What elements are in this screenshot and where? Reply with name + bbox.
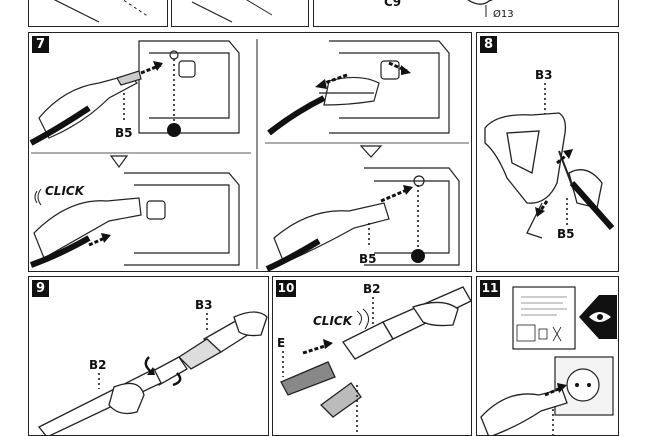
label-o13: Ø13 [493, 8, 514, 20]
prev-panel-3-drawing: C9 Ø13 [384, 0, 514, 20]
step-9-number: 9 [32, 280, 49, 297]
step-10-number: 10 [276, 280, 296, 297]
step-8-panel: 8 B3 B5 [476, 32, 619, 272]
step-10-click: CLICK [313, 314, 354, 328]
step-11-panel: 11 [476, 276, 619, 436]
step-8-drawing: B3 B5 [484, 68, 615, 241]
step-7-drawing: B5 CLICK [29, 39, 469, 271]
prev-panel-1 [28, 0, 168, 27]
step-9-label-b2: B2 [89, 358, 107, 372]
step-9-panel: 9 B3 B2 [28, 276, 269, 436]
prev-panel-2 [171, 0, 309, 27]
step-10-label-b2: B2 [363, 282, 381, 296]
prev-panel-1-drawing [53, 0, 150, 23]
label-c9: C9 [384, 0, 401, 9]
step-8-number: 8 [480, 36, 497, 53]
step-7-panel: 7 B5 [28, 32, 472, 272]
step-7-label-b5-b: B5 [359, 252, 377, 266]
step-7-label-b5-a: B5 [115, 126, 133, 140]
step-7-click-a: CLICK [45, 184, 86, 198]
prev-panel-2-drawing [191, 0, 273, 23]
step-9-label-b3: B3 [195, 298, 213, 312]
step-7-number: 7 [32, 36, 49, 53]
step-11-drawing [480, 286, 617, 435]
step-10-drawing: B2 CLICK E [277, 282, 471, 435]
step-9-drawing: B3 B2 [37, 298, 268, 435]
step-8-label-b5: B5 [557, 227, 575, 241]
step-11-number: 11 [480, 280, 500, 297]
prev-panel-3: C9 Ø13 [313, 0, 619, 27]
step-10-panel: 10 B2 CLICK E [272, 276, 472, 436]
step-10-label-e: E [277, 336, 285, 350]
step-8-label-b3: B3 [535, 68, 553, 82]
